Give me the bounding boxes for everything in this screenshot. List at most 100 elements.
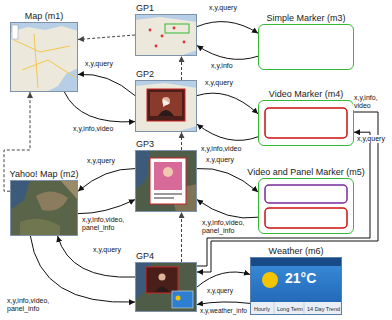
gp3-satellite-thumbnail <box>135 150 197 212</box>
marker-component: Video Marker (m4) <box>258 100 354 146</box>
gp4-satellite-thumbnail-part <box>146 267 178 293</box>
gp3-satellite-thumbnail-part <box>154 162 182 190</box>
gp1-map-thumbnail-part <box>183 41 186 44</box>
gp3-satellite-thumbnail-part <box>154 193 182 195</box>
yahoo-satellite-map-part <box>36 191 68 210</box>
message-arrow <box>58 236 135 277</box>
gp1-map-thumbnail-part <box>135 14 197 56</box>
component-label: Weather (m6) <box>269 246 324 257</box>
inheritance-arrow <box>181 56 182 80</box>
gp1-map-thumbnail-part <box>173 27 176 30</box>
gp2-map-thumbnail-part <box>147 89 185 121</box>
message-arrow <box>197 112 378 272</box>
message-arrow <box>64 92 135 122</box>
weather-widget-art <box>250 257 342 315</box>
message-label: x,y,query <box>208 4 238 12</box>
yahoo-satellite-map <box>10 180 78 236</box>
inheritance-arrow <box>181 132 182 150</box>
gp2-map-thumbnail-part <box>135 80 197 132</box>
temperature-text: 21°C <box>285 271 316 286</box>
gp2-map-thumbnail-part <box>150 92 182 116</box>
gp1-map-thumbnail-part <box>149 29 152 32</box>
yahoo-satellite-map-part <box>10 180 78 236</box>
gp2-map-thumbnail-part <box>163 99 170 107</box>
gp1-map-thumbnail-part <box>135 17 197 56</box>
gp2-map-thumbnail-part <box>135 83 197 132</box>
yahoo-satellite-map-part <box>10 180 30 210</box>
message-arrow <box>197 200 258 218</box>
message-arrow <box>197 272 250 287</box>
component-label: Map (m1) <box>25 11 64 22</box>
component-label: Video and Panel Marker (m5) <box>247 167 364 178</box>
component-label: GP2 <box>136 69 154 80</box>
message-label: x,y,info,video, panel_info <box>201 219 257 235</box>
weather-widget-art-part <box>274 302 275 315</box>
gadget-page: GP1 <box>135 14 197 56</box>
message-arrow <box>197 22 258 34</box>
gp4-satellite-thumbnail <box>135 262 197 312</box>
weather-widget-art-part <box>262 272 278 288</box>
marker-inner-boxes-part <box>265 208 347 228</box>
gp2-map-thumbnail-part <box>158 110 174 116</box>
gp4-satellite-thumbnail-part <box>135 262 197 312</box>
weather-widget-art-part <box>250 257 342 266</box>
message-arrow <box>197 124 258 140</box>
message-label: x,y,info, video <box>353 94 389 110</box>
google-map-thumbnail-part <box>10 22 78 92</box>
marker-component: Simple Marker (m3) <box>258 24 354 70</box>
inheritance-arrow <box>78 35 135 40</box>
message-arrow <box>78 74 135 95</box>
gadget-page: GP2 <box>135 80 197 132</box>
gp3-satellite-thumbnail-part <box>135 150 150 190</box>
message-label: x,y,query <box>205 156 235 164</box>
gp1-map-thumbnail-part <box>165 24 189 33</box>
gp4-satellite-thumbnail-part <box>155 287 169 293</box>
message-label: x,y,query <box>92 246 122 254</box>
message-label: x,y,info,video, panel_info <box>6 297 64 313</box>
gp4-satellite-thumbnail-part <box>176 296 181 301</box>
weather-widget-art-part <box>250 257 342 315</box>
gp4-satellite-thumbnail-part <box>159 274 166 281</box>
message-label: x,y,info <box>210 62 234 70</box>
tab-text: Hourly <box>254 306 270 312</box>
google-map-thumbnail-part <box>10 26 78 92</box>
message-label: x,y,info,video, panel_info <box>81 216 137 232</box>
gadget-page: GP3 <box>135 150 197 212</box>
message-arrow <box>30 236 135 302</box>
component-label: GP3 <box>136 139 154 150</box>
gp3-satellite-thumbnail-part <box>154 197 174 199</box>
gp2-map-thumbnail <box>135 80 197 132</box>
component-label: GP1 <box>136 3 154 14</box>
gp1-map-thumbnail-part <box>161 35 164 38</box>
marker-inner-boxes-part <box>265 185 347 203</box>
component-label: GP4 <box>136 251 154 262</box>
weather-component: Weather (m6)21°CHourlyLong Term14 Day Tr… <box>250 257 342 315</box>
weather-widget-art-part <box>304 302 305 315</box>
tab-text: Long Term <box>277 306 303 312</box>
message-arrow <box>197 46 258 60</box>
gp1-map-thumbnail <box>135 14 197 56</box>
marker-component: Video and Panel Marker (m5) <box>258 178 354 234</box>
gadget-page: GP4 <box>135 262 197 312</box>
message-arrow <box>78 169 135 192</box>
marker-inner-boxes-part <box>265 108 347 138</box>
gp1-map-thumbnail-part <box>155 45 158 48</box>
message-arrow <box>78 200 135 214</box>
gp3-satellite-thumbnail-part <box>163 167 173 177</box>
message-label: x,y,query <box>204 79 234 87</box>
component-label: Video Marker (m4) <box>269 89 343 100</box>
google-map-thumbnail-part <box>14 34 76 88</box>
google-map-thumbnail-part <box>12 25 18 39</box>
tab-text: 14 Day Trend <box>307 306 340 312</box>
component-label: Simple Marker (m3) <box>266 13 345 24</box>
message-label: x,y,query <box>84 60 114 68</box>
yahoo-satellite-map-part <box>20 219 60 236</box>
message-label: x,y,info,video <box>200 145 242 153</box>
message-label: x,y,info,video <box>72 125 114 133</box>
message-label: x,y,query <box>206 287 234 295</box>
map-component: Map (m1) <box>10 22 78 92</box>
message-label: x,y,query <box>356 135 386 143</box>
message-arrow <box>197 93 258 114</box>
